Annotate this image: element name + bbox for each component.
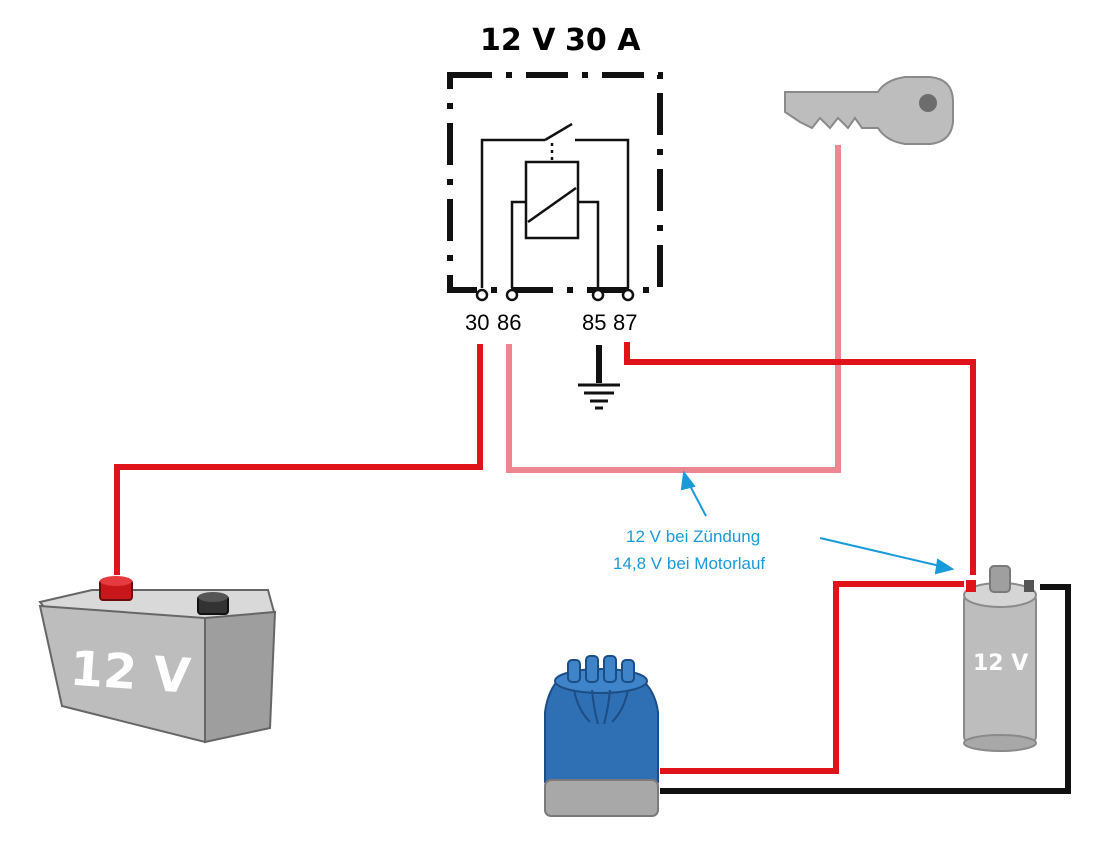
- battery-voltage-label: 12 V: [68, 641, 192, 705]
- coil-voltage-label: 12 V: [973, 651, 1028, 676]
- pin-85-terminal: [591, 288, 605, 302]
- relay-current-label: 30 A: [565, 23, 641, 58]
- key-icon: [784, 76, 954, 145]
- battery-feed-wire: [114, 344, 483, 575]
- annotation-ignition-voltage: 12 V bei Zündung: [626, 527, 760, 546]
- pin-30-terminal: [475, 288, 489, 302]
- pin-86-label: 86: [497, 310, 521, 335]
- relay-internals: [480, 122, 630, 288]
- relay-coil: [524, 160, 580, 240]
- pin-87-terminal: [621, 288, 635, 302]
- annotation-arrows: [680, 470, 955, 575]
- pin-30-label: 30: [465, 310, 489, 335]
- ground-icon: [578, 345, 620, 410]
- relay-symbol: 30 86 85 87: [447, 72, 663, 335]
- pin-86-terminal: [505, 288, 519, 302]
- coil-negative-terminal: [1024, 580, 1034, 592]
- annotation-running-voltage: 14,8 V bei Motorlauf: [613, 554, 765, 573]
- coil-distributor-black-wire: [660, 584, 1071, 794]
- battery-icon: 12 V: [38, 576, 277, 744]
- pin-87-label: 87: [613, 310, 637, 335]
- coil-distributor-red-wire: [660, 581, 964, 774]
- relay-output-wire: [624, 342, 976, 575]
- relay-voltage-label: 12 V: [480, 23, 556, 58]
- relay-housing: [447, 72, 663, 293]
- ignition-coil-icon: 12 V: [963, 565, 1037, 752]
- coil-positive-terminal: [966, 580, 976, 592]
- ignition-switch-wire: [506, 145, 841, 473]
- pin-85-label: 85: [582, 310, 606, 335]
- distributor-cap-icon: [544, 655, 659, 817]
